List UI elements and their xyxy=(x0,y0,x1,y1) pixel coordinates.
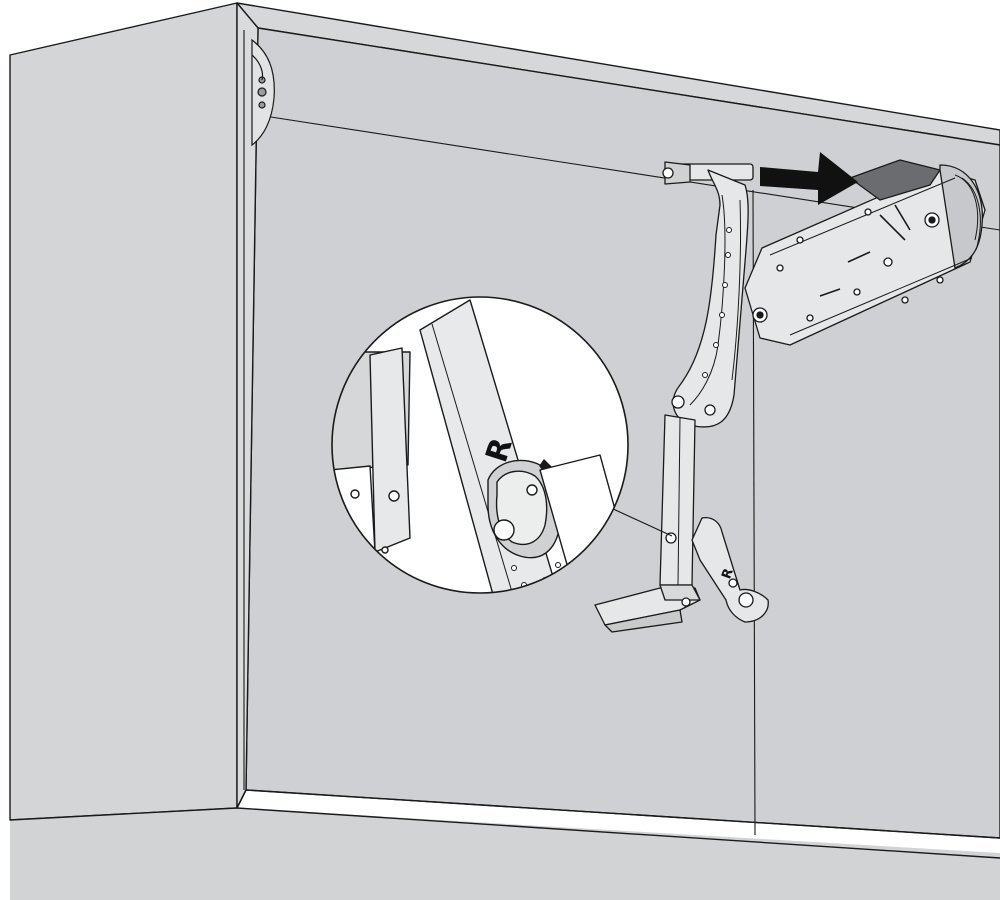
push-direction-arrow-icon xyxy=(760,152,858,205)
cabinet-bottom-panel xyxy=(10,808,1000,900)
lift-mechanism-housing xyxy=(744,159,986,346)
cabinet-left-side-panel xyxy=(9,2,238,821)
arm-side-marking: R xyxy=(719,567,737,582)
zoom-callout-circle-icon xyxy=(331,296,629,594)
lift-arm xyxy=(594,161,769,633)
left-lift-mechanism xyxy=(251,38,275,147)
callout-leader-line xyxy=(610,507,673,537)
